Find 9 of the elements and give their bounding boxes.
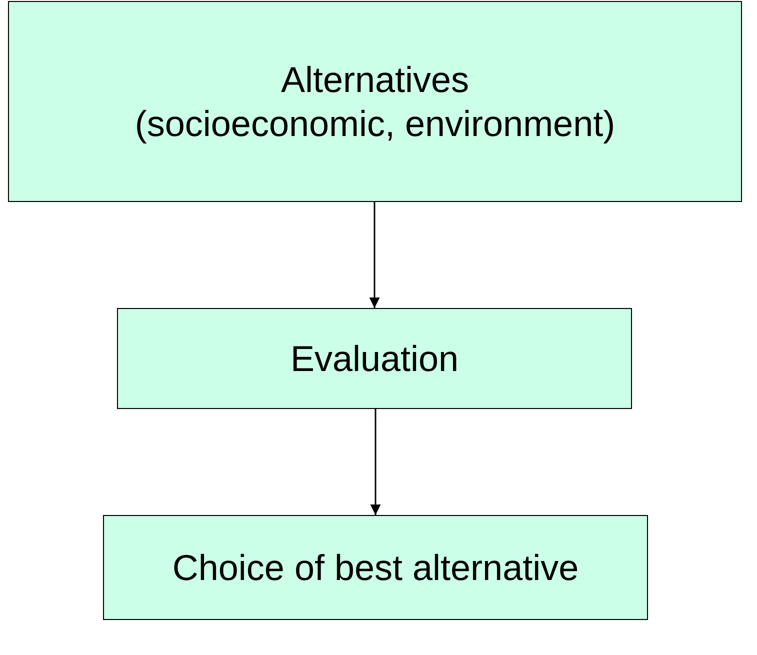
- box-text: (socioeconomic, environment): [134, 102, 616, 145]
- arrow: [370, 409, 381, 515]
- process-box: [8, 1, 742, 202]
- box-text: Alternatives: [280, 58, 470, 102]
- arrow: [369, 202, 380, 308]
- box-text: Evaluation: [290, 336, 459, 380]
- process-box: [117, 308, 632, 409]
- box-text: Choice of best alternative: [172, 546, 579, 590]
- process-box: [103, 515, 648, 620]
